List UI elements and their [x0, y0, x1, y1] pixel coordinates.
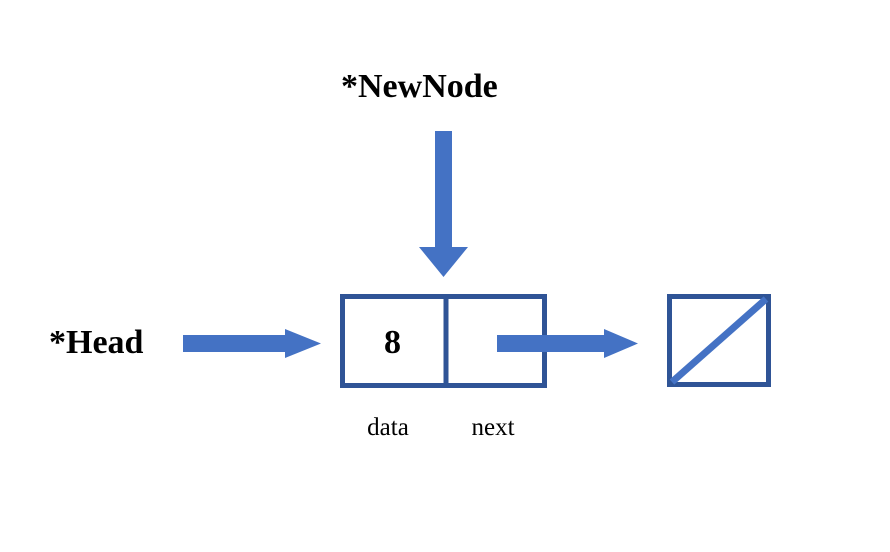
node-next-field-label: next — [471, 414, 515, 441]
null-slash-icon — [669, 296, 769, 385]
newnode-pointer-label: *NewNode — [341, 68, 498, 105]
node-data-value: 8 — [384, 324, 401, 361]
next-to-null-arrow — [497, 329, 638, 358]
null-terminator-box — [667, 294, 771, 387]
head-pointer-arrow — [183, 329, 321, 358]
node-data-field-label: data — [367, 414, 409, 441]
newnode-pointer-arrow — [419, 131, 468, 277]
head-pointer-label: *Head — [49, 324, 144, 361]
